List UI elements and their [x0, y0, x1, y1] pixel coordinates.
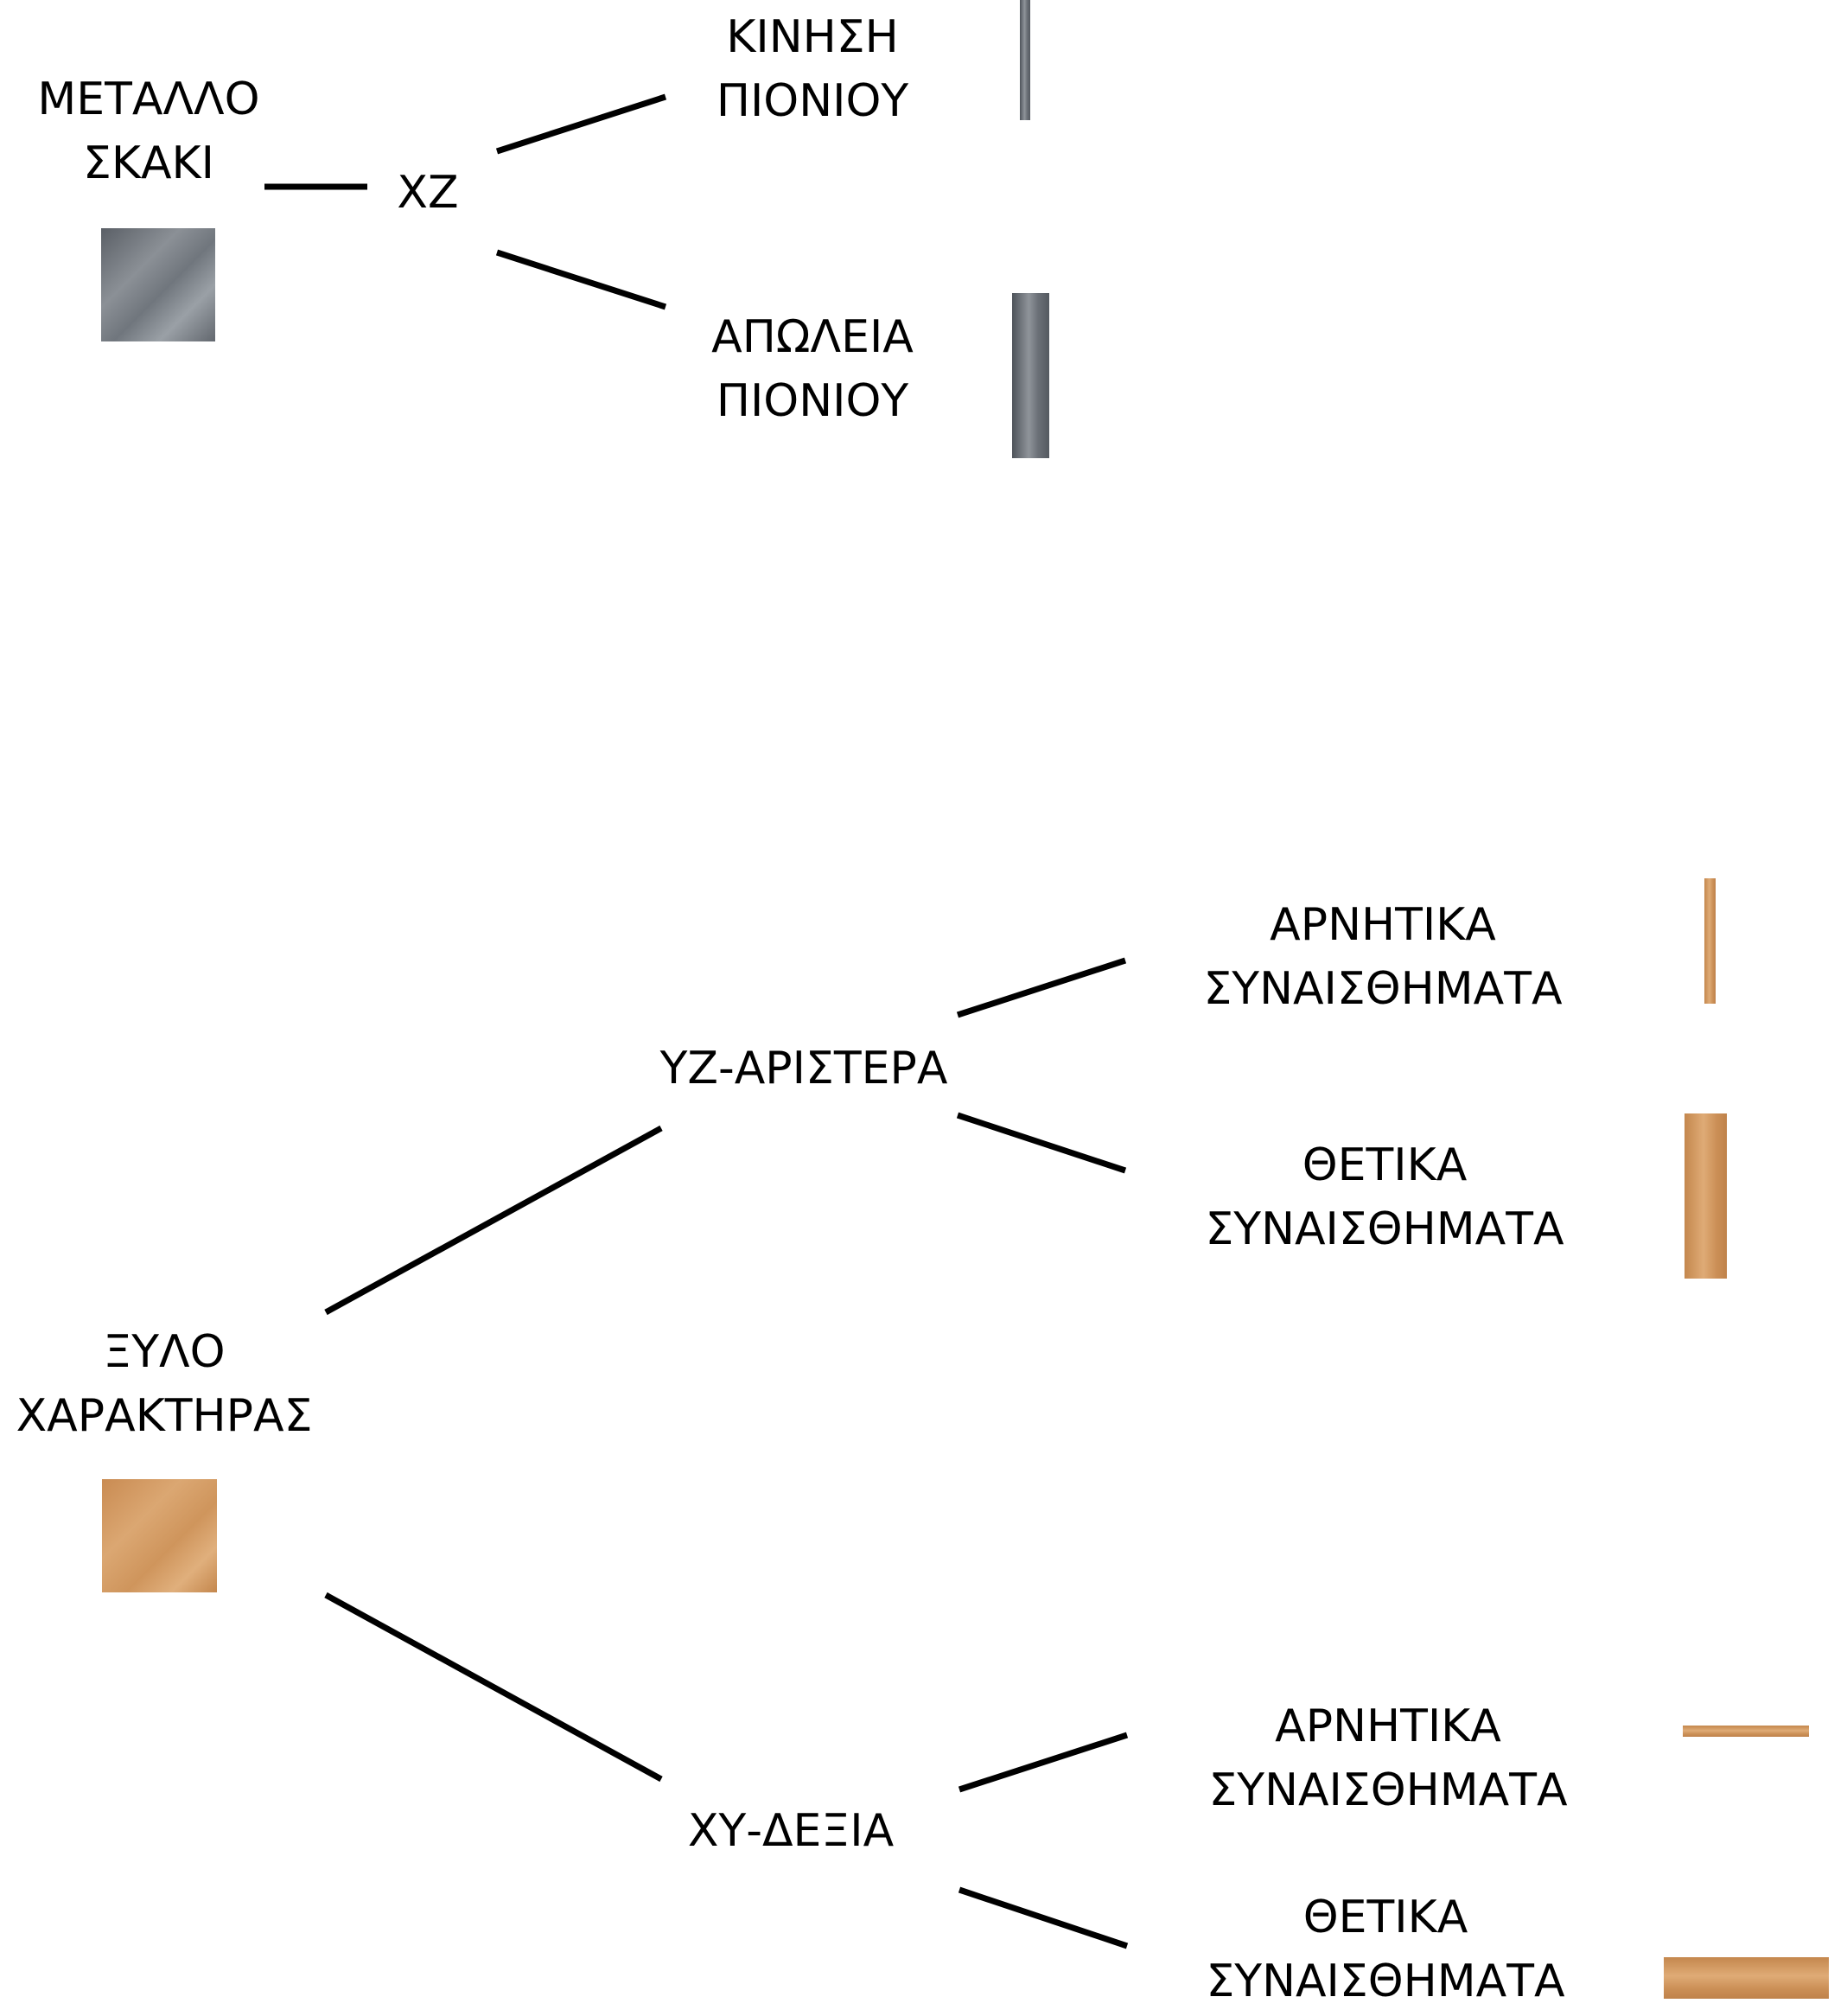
wood-wide-horizontal-bar-swatch — [1664, 1957, 1829, 1999]
connector-xy-to-positive — [958, 1886, 1129, 1949]
lower-negative-emotions-label: ΑΡΝΗΤΙΚΑ ΣΥΝΑΙΣΘΗΜΑΤΑ — [1189, 1694, 1587, 1822]
wood-material-swatch — [102, 1479, 217, 1592]
wood-wide-vertical-bar-swatch — [1685, 1113, 1727, 1279]
lower-negative-emotions-line2: ΣΥΝΑΙΣΘΗΜΑΤΑ — [1208, 1764, 1568, 1816]
wood-thin-horizontal-bar-swatch — [1683, 1726, 1809, 1737]
lower-positive-emotions-label: ΘΕΤΙΚΑ ΣΥΝΑΙΣΘΗΜΑΤΑ — [1187, 1885, 1584, 2013]
metal-chess-label-line1: ΜΕΤΑΛΛΟ — [37, 73, 260, 125]
connector-yz-to-negative — [956, 957, 1127, 1018]
connector-xz-to-kinisi — [495, 93, 667, 155]
lower-positive-emotions-line1: ΘΕΤΙΚΑ — [1302, 1892, 1468, 1943]
upper-negative-emotions-label: ΑΡΝΗΤΙΚΑ ΣΥΝΑΙΣΘΗΜΑΤΑ — [1184, 893, 1582, 1021]
axis-xz-label: ΧΖ — [397, 167, 459, 219]
metal-chess-label: ΜΕΤΑΛΛΟ ΣΚΑΚΙ — [19, 67, 278, 195]
wood-character-label-line1: ΞΥΛΟ — [103, 1326, 226, 1378]
metal-thin-bar-swatch — [1020, 0, 1030, 120]
connector-wood-to-yz — [324, 1125, 663, 1316]
upper-positive-emotions-label: ΘΕΤΙΚΑ ΣΥΝΑΙΣΘΗΜΑΤΑ — [1186, 1133, 1583, 1261]
lower-positive-emotions-line2: ΣΥΝΑΙΣΘΗΜΑΤΑ — [1206, 1955, 1565, 2007]
metal-material-swatch — [101, 228, 215, 341]
connector-xy-to-negative — [958, 1732, 1129, 1793]
pawn-loss-label-line2: ΠΙΟΝΙΟΥ — [716, 375, 909, 427]
pawn-move-label-line2: ΠΙΟΝΙΟΥ — [716, 75, 909, 127]
pawn-loss-label: ΑΠΩΛΕΙΑ ΠΙΟΝΙΟΥ — [683, 305, 942, 433]
wood-thin-vertical-bar-swatch — [1704, 878, 1716, 1004]
wood-character-label: ΞΥΛΟ ΧΑΡΑΚΤΗΡΑΣ — [9, 1320, 320, 1448]
pawn-move-label-line1: ΚΙΝΗΣΗ — [726, 11, 899, 63]
upper-positive-emotions-line1: ΘΕΤΙΚΑ — [1302, 1139, 1468, 1191]
wood-character-label-line2: ΧΑΡΑΚΤΗΡΑΣ — [16, 1390, 313, 1442]
pawn-loss-label-line1: ΑΠΩΛΕΙΑ — [711, 311, 914, 363]
pawn-move-label: ΚΙΝΗΣΗ ΠΙΟΝΙΟΥ — [683, 5, 942, 133]
upper-negative-emotions-line2: ΣΥΝΑΙΣΘΗΜΑΤΑ — [1203, 963, 1563, 1015]
connector-yz-to-positive — [956, 1112, 1127, 1174]
upper-negative-emotions-line1: ΑΡΝΗΤΙΚΑ — [1270, 899, 1496, 951]
connector-xz-to-apoleia — [495, 249, 667, 310]
axis-xy-right-label: ΧΥ-ΔΕΞΙΑ — [687, 1805, 895, 1857]
lower-negative-emotions-line1: ΑΡΝΗΤΙΚΑ — [1275, 1700, 1501, 1752]
connector-wood-to-xy — [324, 1592, 663, 1783]
upper-positive-emotions-line2: ΣΥΝΑΙΣΘΗΜΑΤΑ — [1205, 1203, 1564, 1255]
axis-yz-left-label: ΥΖ-ΑΡΙΣΤΕΡΑ — [659, 1043, 948, 1094]
metal-chess-label-line2: ΣΚΑΚΙ — [83, 137, 214, 189]
metal-wide-bar-swatch — [1012, 293, 1049, 458]
